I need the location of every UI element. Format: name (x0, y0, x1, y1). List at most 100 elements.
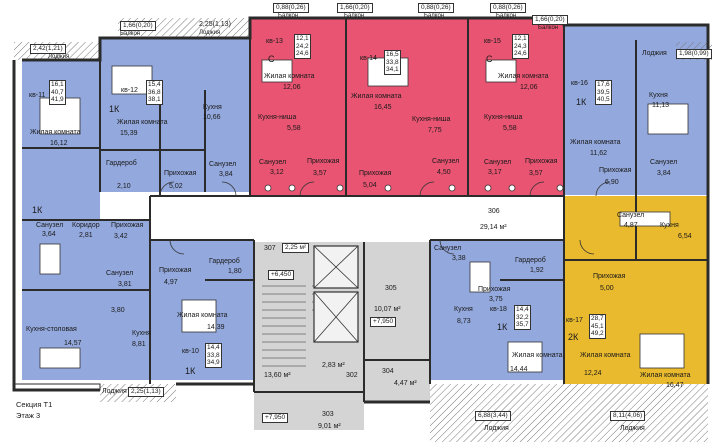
kv14-bath-area: 4,50 (437, 169, 451, 176)
kv12-kitchen-label: Кухня (203, 104, 222, 111)
kv15-hall-label: Прихожая (525, 158, 558, 165)
kv10-kitchen-label: Кухня (132, 330, 151, 337)
apt-kv11-code: кв-11 (29, 92, 46, 99)
apt-kv17-living: 12,24 (584, 370, 602, 377)
apt-kv14-stats: 16,5 33,8 34,1 (384, 50, 401, 75)
kv10-hall-area: 4,97 (164, 279, 178, 286)
apt-kv15-stats: 12,1 24,3 24,6 (512, 34, 529, 59)
left-hall-label: Прихожая (111, 222, 144, 229)
kv12-hall-label: Прихожая (164, 170, 197, 177)
apt-kv10-type: 1К (185, 366, 196, 376)
apt-kv14-living: 16,45 (374, 104, 392, 111)
balcony-b6-label: Балкон (496, 13, 517, 19)
kv12-bath-label: Санузел (209, 161, 237, 168)
apt-kv11-hall (100, 150, 160, 192)
balcony-b4-label: Балкон (344, 13, 365, 19)
apt-kv13-living: 12,06 (283, 84, 301, 91)
kv13-hall-area: 3,57 (313, 170, 327, 177)
apt-kv16-living-label: Жилая комната (570, 139, 621, 146)
apt-kv17-living2: 16,47 (666, 382, 684, 389)
apt-kv17-living-label: Жилая комната (580, 352, 631, 359)
lift-room-303 (254, 392, 364, 430)
kv09-bath-area: 3,81 (118, 281, 132, 288)
corridor-306-area: 29,14 м² (480, 224, 507, 231)
balcony-b5-label: Балкон (424, 13, 445, 19)
kv13-hall-label: Прихожая (307, 158, 340, 165)
kv17-hall-label: Прихожая (593, 273, 626, 280)
apt-kv18-living-label: Жилая комната (512, 352, 563, 359)
apt-kv13-living-label: Жилая комната (264, 73, 315, 80)
kv16-hall-area: 6,90 (605, 179, 619, 186)
apt-kv10-code: кв-10 (182, 348, 199, 355)
left-corr-area: 2,81 (79, 232, 93, 239)
loggia-left-top-label: Лоджия (48, 54, 70, 60)
kv17-bath-area: 4,87 (624, 222, 638, 229)
kv18-kitchen-area: 8,73 (457, 318, 471, 325)
balcony-b7-label: Балкон (538, 25, 559, 31)
room-303-num: 303 (322, 411, 334, 418)
apt-kv11-stats: 16,1 40,7 41,9 (49, 80, 66, 105)
kv10-kitchen-area: 8,81 (132, 341, 146, 348)
kv15-bath-label: Санузел (484, 159, 512, 166)
room-304-num: 304 (382, 368, 394, 375)
room-304-area: 4,47 м² (394, 380, 417, 387)
kv10-living: 14,39 (207, 324, 225, 331)
kv18-ward-label: Гардероб (515, 257, 546, 264)
level-b: +7,950 (370, 317, 397, 327)
kv09-kd-area: 14,57 (64, 340, 82, 347)
room-302-area: 2,83 м² (322, 362, 345, 369)
loggia-right-top-label: Лоджия (642, 50, 667, 57)
level-c: +7,950 (262, 413, 289, 423)
apt-kv11-living-label: Жилая комната (30, 129, 81, 136)
apt-kv13-niche: 5,58 (287, 125, 301, 132)
balcony-b6: 0,88(0,26) (490, 3, 526, 13)
apt-kv18-living: 14,44 (510, 366, 528, 373)
apt-kv12-code: кв-12 (121, 87, 138, 94)
kv09-kd-label: Кухня-столовая (26, 326, 77, 333)
kv16-bath-area: 3,84 (657, 170, 671, 177)
kv14-hall-label: Прихожая (359, 170, 392, 177)
loggia-bottom-mid-label: Лоджия (484, 425, 509, 432)
loggia-bottom-left: 2,25(1,13) (128, 387, 164, 397)
level-a: +6,450 (268, 270, 295, 280)
apt-kv18-type: 1К (497, 322, 508, 332)
kv15-hall-area: 3,57 (529, 170, 543, 177)
kv12-ward-label: Гардероб (106, 160, 137, 167)
kv18-ward-area: 1,92 (530, 267, 544, 274)
apt-kv13-stats: 12,1 24,2 24,6 (294, 34, 311, 59)
kv16-bath-label: Санузел (650, 159, 678, 166)
apt-kv14-code: кв-14 (360, 55, 377, 62)
balcony-b7: 1,66(0,20) (532, 15, 568, 25)
kv12-ward-area: 2,10 (117, 183, 131, 190)
balcony-b4: 1,66(0,20) (337, 3, 373, 13)
apt-kv16-type: 1К (576, 97, 587, 107)
left-corr-label: Коридор (72, 222, 100, 229)
apt-kv12-living-label: Жилая комната (117, 119, 168, 126)
balcony-b1: 1,66(0,20) (120, 21, 156, 31)
room-303-area: 9,01 м² (318, 423, 341, 430)
apt-kv16-stats: 17,6 39,5 40,5 (595, 80, 612, 105)
room-301-area: 13,60 м² (264, 372, 291, 379)
apt-kv12-stats: 15,4 36,8 38,1 (146, 80, 163, 105)
apt-kv11-type: 1К (32, 205, 43, 215)
kv10-ward-area: 1,80 (228, 268, 242, 275)
apt-kv16-living: 11,62 (590, 150, 607, 157)
loggia-bottom-right: 8,11(4,06) (610, 411, 646, 421)
apt-kv15-living-label: Жилая комната (498, 73, 549, 80)
room-307-num: 307 (264, 245, 276, 252)
left-bath-label: Санузел (36, 222, 64, 229)
kv13-bath-label: Санузел (259, 159, 287, 166)
kv18-hall-area: 3,75 (489, 296, 503, 303)
kv17-bath-label: Санузел (617, 212, 645, 219)
kv12-bath-area: 3,84 (219, 171, 233, 178)
apt-kv13-niche-label: Кухня-ниша (258, 114, 297, 121)
apt-kv14-niche: 7,75 (428, 127, 442, 134)
apt-kv11-living: 16,12 (50, 140, 68, 147)
loggia-right-top: 1,98(0,99) (676, 49, 712, 59)
room-305-area: 10,07 м² (374, 306, 401, 313)
apt-kv17-code: кв-17 (566, 317, 583, 324)
apt-kv15-living: 12,06 (520, 84, 538, 91)
left-bath-area: 3,64 (42, 231, 56, 238)
